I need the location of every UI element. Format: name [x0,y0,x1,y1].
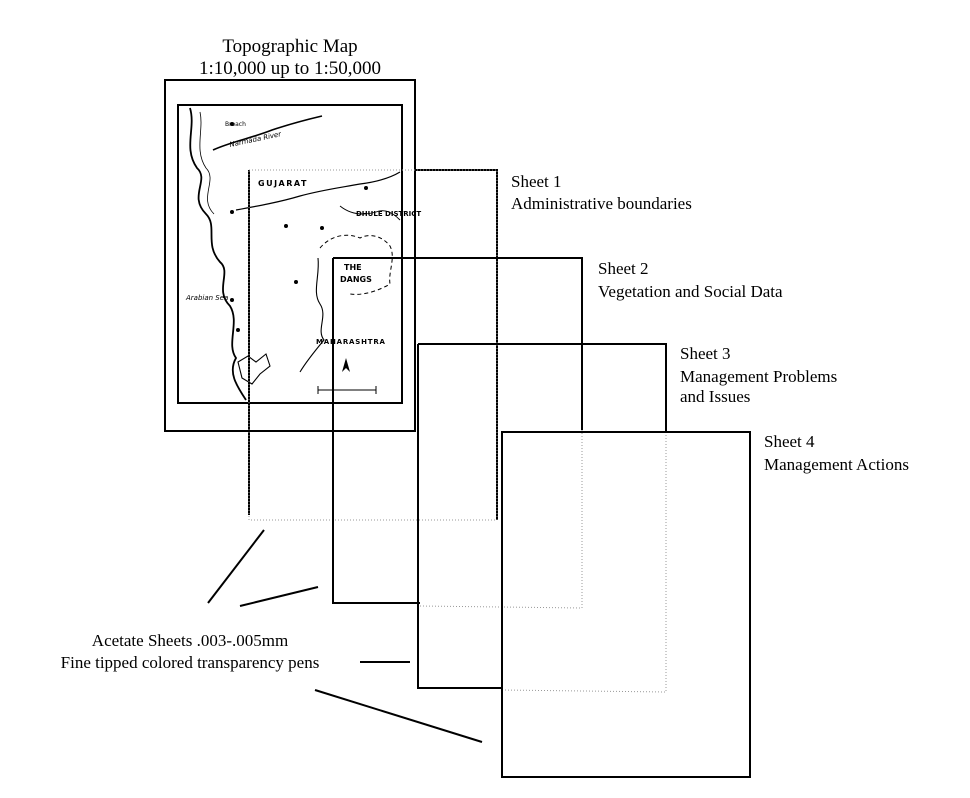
materials-line-2: Fine tipped colored transparency pens [61,653,320,672]
acetate-sheets [248,169,751,778]
district-boundary [319,234,393,295]
sheet-3-desc-line-1: Management Problems [680,367,837,386]
map-label-arabian-sea: Arabian Sea [185,294,228,302]
base-map-inner-frame [177,104,403,404]
pointer-line-4 [314,689,483,743]
base-map: Broach Narmada River GUJARAT DHULE DISTR… [164,79,421,432]
sheet-1-frame-visible [415,169,498,520]
pointer-line-1 [207,529,265,604]
coastline [189,107,247,401]
sheet-2-frame [333,257,583,430]
sheet-3-frame-left [417,344,502,689]
base-map-outer-frame [164,79,416,432]
sheet-1-desc: Administrative boundaries [511,194,692,213]
sheet-2-frame-left [332,258,420,604]
sheet-3-frame [418,343,667,432]
map-label-broach: Broach [225,121,246,128]
coastline-inner [199,111,215,215]
pointer-line-2 [239,586,319,607]
sheet-3-frame-faint [501,432,667,693]
base-map-scale: 1:10,000 up to 1:50,000 [199,58,381,79]
map-label-dhule-district: DHULE DISTRICT [356,210,421,218]
town-dots [230,122,368,332]
sheet-3-title: Sheet 3 [680,344,731,363]
pointer-lines [207,529,483,743]
sheet-3-desc-line-2: and Issues [680,387,750,406]
sheet-4-frame [501,431,751,778]
sheet-2-label: Sheet 2 Vegetation and Social Data [598,259,783,301]
sheet-4-desc: Management Actions [764,455,909,474]
map-label-maharashtra: MAHARASHTRA [316,338,386,346]
sheet-2-frame-faint [419,430,583,609]
sheet-3-label: Sheet 3 Management Problems and Issues [680,344,837,406]
sheet-4-title: Sheet 4 [764,432,815,451]
sheet-2-title: Sheet 2 [598,259,649,278]
state-boundary [299,257,325,373]
map-label-the: THE [344,263,362,272]
map-label-dangs: DANGS [340,275,372,284]
sheet-2-desc: Vegetation and Social Data [598,282,783,301]
materials-line-1: Acetate Sheets .003-.005mm [92,631,288,650]
sheet-4-label: Sheet 4 Management Actions [764,432,909,474]
daman-outline [237,353,271,385]
scale-bar [317,386,377,394]
map-label-gujarat: GUJARAT [258,179,308,188]
north-arrow-icon [342,358,350,372]
state-boundary-2 [339,205,401,221]
tapi-river [235,171,401,211]
narmada-river [212,115,323,151]
sheet-1-label: Sheet 1 Administrative boundaries [511,172,692,213]
sheet-1-title: Sheet 1 [511,172,562,191]
base-map-title: Topographic Map [222,36,357,57]
